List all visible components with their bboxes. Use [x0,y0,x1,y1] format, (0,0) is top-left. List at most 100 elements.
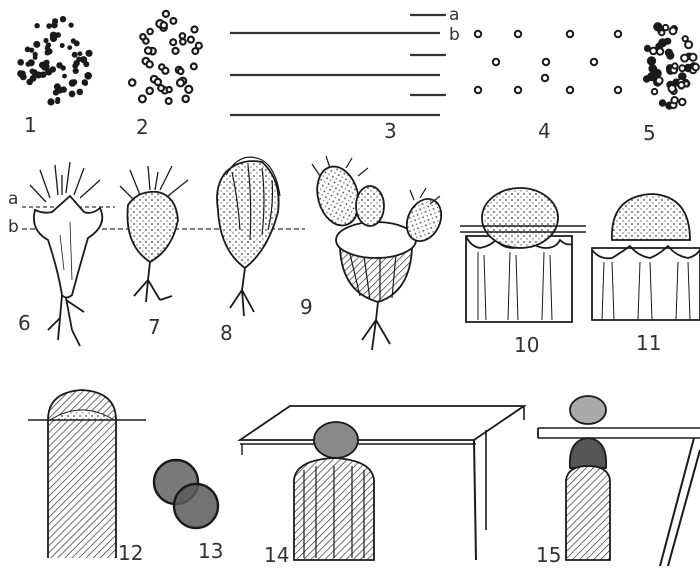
seed-ring [158,85,164,91]
seed-dot [47,98,54,105]
seed-ring [170,39,176,45]
seed-ring [683,36,688,41]
seed-ring [679,99,685,105]
cut-column-hatched [28,390,146,558]
seed-ring [155,79,161,85]
seed-dot [33,41,40,48]
label-13: 13 [198,539,223,563]
seedling-woolly-top [217,157,280,316]
seed-ring [185,86,192,93]
seed-dot [649,65,656,72]
stacked-graft-with-frame [538,396,700,566]
seed-dot [78,51,83,56]
seed-dot [667,53,673,59]
seed-dot [69,23,74,28]
seedling-taproot [30,162,102,346]
seed-ring [542,75,548,81]
seed-ring [493,59,499,65]
seed-ring [178,69,183,74]
seed-ring [171,18,177,24]
seed-ring [669,85,676,92]
graft-ball-on-stock [460,188,586,322]
seed-ring [567,87,573,93]
seed-dot [28,59,35,66]
seed-dot [20,74,27,81]
seed-ring [650,48,657,55]
label-6: 6 [18,311,31,335]
seed-dot [71,79,77,85]
seed-ring [163,11,169,17]
label-1: 1 [24,113,37,137]
seed-ring [652,89,657,94]
label-9: 9 [300,295,313,319]
label-2: 2 [136,115,149,139]
seed-ring [147,88,153,94]
seed-ring [139,96,146,103]
seed-dot [55,99,60,104]
seed-ring [145,47,151,53]
seed-dot [60,43,65,48]
label-7: 7 [148,315,161,339]
seed-dot [46,23,52,29]
label-a-top: a [449,5,459,25]
seed-ring [161,22,167,28]
seed-ring [140,34,145,39]
seed-dot [61,65,66,70]
overlapping-cut-surfaces [154,460,218,528]
seed-ring [615,31,621,37]
seed-dot [54,83,61,90]
seed-ring [685,41,692,48]
seed-dot [46,42,51,47]
seed-ring [129,79,135,85]
seed-ring [192,27,198,33]
label-b-top: b [449,25,460,45]
seed-ring [515,31,521,37]
seed-dot [45,50,51,56]
seed-dot [33,55,38,60]
seed-dot [82,57,87,62]
seed-dot [74,40,80,46]
seed-dot [43,38,48,43]
seed-dot [42,63,50,71]
seed-ring [690,54,697,61]
seed-dot [25,47,31,53]
seed-ring [543,59,549,65]
seed-dot [665,39,670,44]
seed-dot [660,100,665,105]
seed-ring [679,65,685,71]
seed-ring [615,87,621,93]
seed-dot [77,89,84,96]
seed-cluster-mixed [644,23,699,109]
seed-dot [50,32,57,39]
seed-dot [644,76,649,81]
seed-ring [183,96,189,102]
seed-dot [50,66,56,72]
seed-ring [671,97,677,103]
label-b-side: b [8,217,19,237]
seed-ring [173,48,179,54]
seed-dot [17,59,24,66]
seed-ring [180,39,186,45]
seed-dot [73,60,79,66]
seed-ring [188,37,194,43]
seed-ring [656,77,663,84]
label-14: 14 [264,543,289,567]
seed-ring [162,68,168,74]
seed-spaced-grid [475,31,621,93]
seed-ring [663,25,668,30]
label-5: 5 [643,121,656,145]
label-3: 3 [384,119,397,143]
seed-dot [648,57,655,64]
seed-dot [62,74,67,79]
seed-dot [83,81,88,86]
seed-dot [73,68,79,74]
seed-ring [167,87,172,92]
seed-dot [67,45,72,50]
seed-ring [591,59,597,65]
label-12: 12 [118,541,143,565]
seed-dot [60,16,66,22]
seed-ring [177,79,184,86]
seed-dot [30,75,37,82]
label-8: 8 [220,321,233,345]
seed-dot [31,69,37,75]
